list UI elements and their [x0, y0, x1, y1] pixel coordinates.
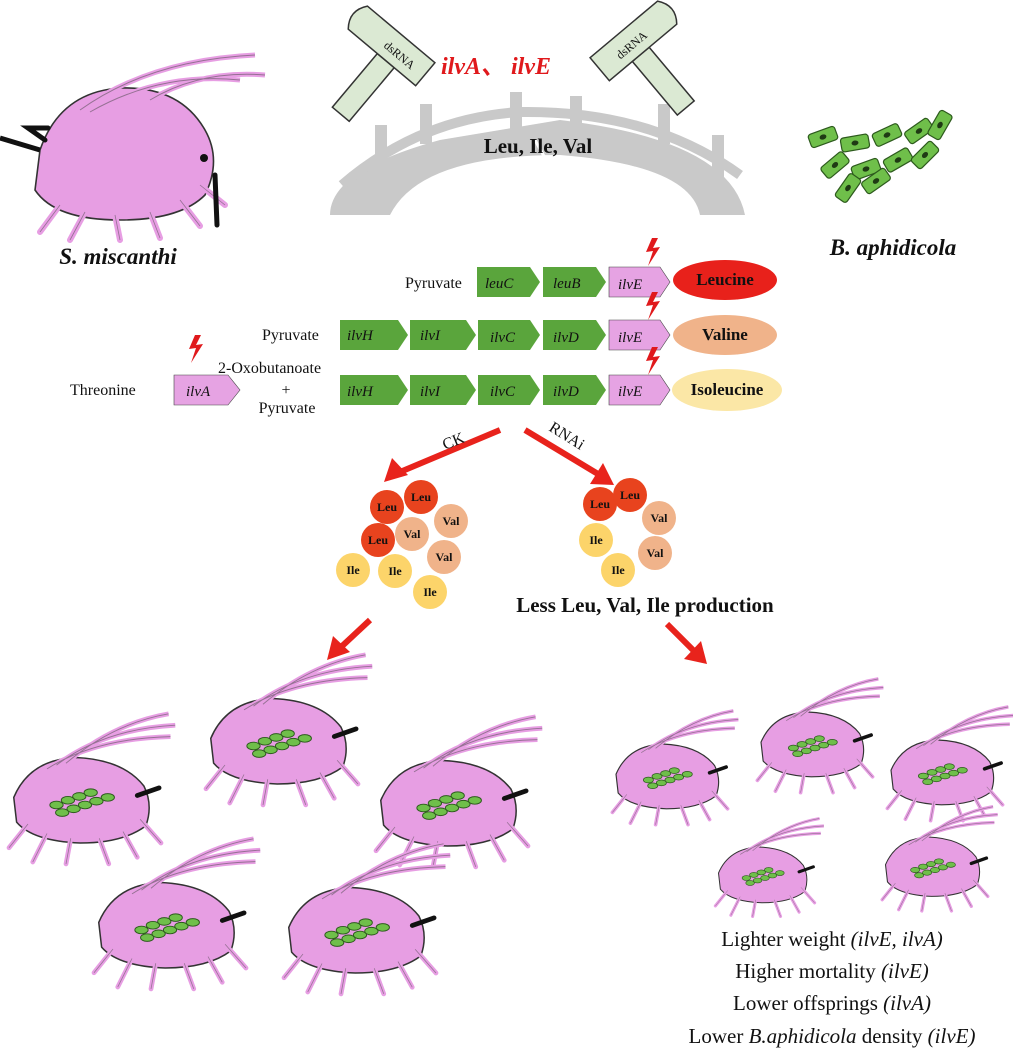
effect-weight: Lighter weight (ilvE, ilvA)	[721, 927, 943, 951]
pool-ball-val: Val	[651, 511, 669, 525]
effect-offspring: Lower offsprings (ilvA)	[733, 991, 931, 1015]
pool-ball-ile: Ile	[611, 563, 625, 577]
bridge-illustration	[330, 92, 745, 215]
gene-ilvH-2	[340, 375, 408, 405]
gene-ilvE-ile	[608, 374, 671, 406]
knockdown-bolt-icon	[189, 335, 203, 363]
arrow-head-rnai-down	[684, 641, 707, 664]
pathway-isoleucine-row: Threonine ilvA 2-Oxobutanoate + Pyruvate…	[70, 335, 782, 417]
gene-ilvD-2	[543, 375, 606, 405]
intermediate-plus: +	[281, 382, 290, 399]
knockdown-bolt-icon	[646, 347, 660, 375]
product-isoleucine	[672, 369, 782, 411]
knockdown-bolt-icon	[646, 238, 660, 266]
aphid-icon	[713, 816, 826, 918]
gene-ilvC-label: ilvC	[490, 330, 516, 346]
pool-ball-leu: Leu	[411, 490, 431, 504]
product-valine	[673, 315, 777, 355]
gene-ilvI	[410, 320, 476, 350]
pool-ball-val: Val	[443, 514, 461, 528]
aphid-icon	[610, 709, 741, 827]
gene-ilvI-2	[410, 375, 476, 405]
gene-ilvD	[543, 320, 606, 350]
aphid-icon	[9, 714, 175, 864]
host-species-label: S. miscanthi	[59, 244, 177, 269]
gene-ilvC-2-label: ilvC	[490, 384, 516, 400]
intermediate-pyruvate: Pyruvate	[259, 400, 316, 417]
gene-leuB	[543, 267, 606, 297]
pool-ball-ile: Ile	[388, 564, 402, 578]
valine-start: Pyruvate	[262, 327, 319, 344]
gene-ilvE-leu-label: ilvE	[618, 277, 642, 293]
effect-mortality: Higher mortality (ilvE)	[735, 959, 929, 983]
arrow-head-ck	[384, 458, 408, 482]
pool-ball-val: Val	[436, 550, 454, 564]
pathway-valine-row: Pyruvate ilvH ilvI ilvC ilvD ilvE Valine	[262, 292, 777, 355]
isoleucine-start: Threonine	[70, 382, 136, 399]
gene-leuC	[477, 267, 540, 297]
gene-leuC-label: leuC	[485, 276, 514, 292]
gene-leuB-label: leuB	[553, 276, 581, 292]
product-isoleucine-label: Isoleucine	[691, 380, 764, 399]
pool-ball-leu: Leu	[620, 488, 640, 502]
pool-ball-ile: Ile	[423, 585, 437, 599]
aphid-icon	[755, 677, 886, 795]
aphid-host-illustration	[0, 52, 266, 243]
gene-ilvH	[340, 320, 408, 350]
gene-ilvE-val-label: ilvE	[618, 330, 642, 346]
rnai-amino-acid-pool: Leu Leu Val Val Ile Ile	[579, 478, 676, 587]
aphid-icon	[880, 804, 1000, 913]
gene-ilvE-ile-label: ilvE	[618, 384, 642, 400]
pool-ball-ile: Ile	[346, 563, 360, 577]
gene-ilvC	[478, 320, 540, 350]
pool-ball-ile: Ile	[589, 533, 603, 547]
intermediate-2-oxobutanoate: 2-Oxobutanoate	[218, 360, 321, 377]
symbiont-species-label: B. aphidicola	[829, 235, 957, 260]
product-valine-label: Valine	[702, 325, 748, 344]
gene-ilvC-2	[478, 375, 540, 405]
product-leucine-label: Leucine	[696, 270, 754, 289]
rnai-aphid-colony	[610, 677, 1013, 918]
pool-ball-val: Val	[404, 527, 422, 541]
pool-ball-val: Val	[647, 546, 665, 560]
rnai-caption: Less Leu, Val, Ile production	[516, 593, 774, 617]
pathway-leucine-row: Pyruvate leuC leuB ilvE Leucine	[405, 238, 777, 300]
product-leucine	[673, 260, 777, 300]
gene-ilvE-val	[608, 319, 671, 351]
bacteria-cluster-illustration	[806, 108, 954, 205]
pool-ball-leu: Leu	[377, 500, 397, 514]
effect-symbiont-density: Lower B.aphidicola density (ilvE)	[689, 1024, 976, 1048]
effects-list: Lighter weight (ilvE, ilvA) Higher morta…	[689, 927, 976, 1048]
bridge-amino-acids-label: Leu, Ile, Val	[484, 134, 593, 158]
gene-ilvI-label: ilvI	[420, 328, 441, 344]
pool-ball-leu: Leu	[590, 497, 610, 511]
aphid-icon	[94, 839, 260, 989]
gene-ilvH-label: ilvH	[347, 328, 374, 344]
arrow-head-rnai	[590, 463, 614, 485]
hammer-left: dsRNA	[331, 5, 436, 123]
control-amino-acid-pool: Leu Leu Leu Val Val Val Ile Ile Ile	[336, 480, 468, 609]
gene-ilvI-2-label: ilvI	[420, 384, 441, 400]
aphid-icon	[206, 655, 372, 805]
gene-ilvA	[173, 374, 241, 406]
leucine-start: Pyruvate	[405, 275, 462, 292]
knockdown-genes-label: ilvA、 ilvE	[441, 54, 551, 80]
arrow-head-control-down	[327, 636, 350, 660]
pool-ball-leu: Leu	[368, 533, 388, 547]
gene-ilvD-2-label: ilvD	[553, 384, 579, 400]
gene-ilvH-2-label: ilvH	[347, 384, 374, 400]
aphid-icon	[284, 844, 450, 994]
aphid-icon	[376, 717, 542, 867]
control-aphid-colony	[9, 655, 542, 994]
control-label: CK	[440, 429, 467, 453]
gene-ilvD-label: ilvD	[553, 330, 579, 346]
gene-ilvA-label: ilvA	[186, 384, 211, 400]
aphid-icon	[885, 705, 1013, 823]
hammer-right: dsRNA	[589, 0, 696, 117]
gene-ilvE-leu	[608, 266, 671, 298]
